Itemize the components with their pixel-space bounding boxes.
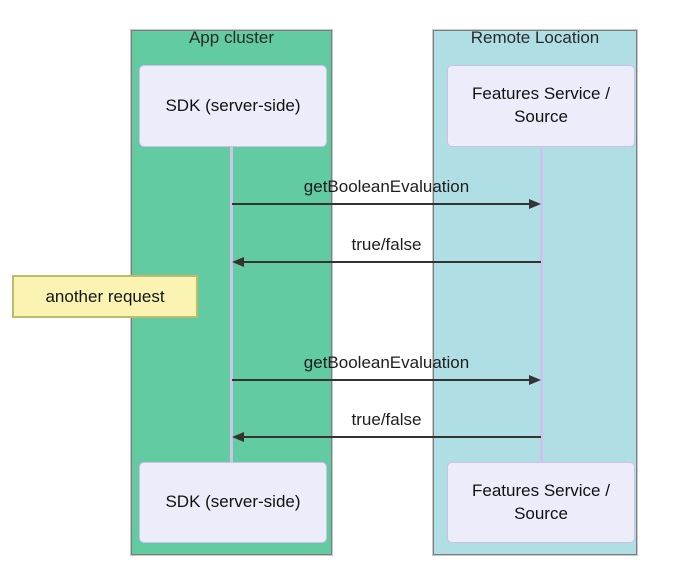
message-arrow-1 <box>232 203 530 205</box>
group-app-cluster-title: App cluster <box>188 28 275 47</box>
note-another-request: another request <box>12 275 198 318</box>
lifeline-features-service <box>540 147 543 462</box>
arrowhead-left-icon <box>232 432 244 442</box>
message-label-true-false-1: true/false <box>351 235 422 254</box>
lifeline-sdk <box>230 147 233 462</box>
actor-sdk-bottom: SDK (server-side) <box>139 462 327 543</box>
arrowhead-right-icon <box>529 375 541 385</box>
message-label-true-false-2: true/false <box>351 410 422 429</box>
arrowhead-left-icon <box>232 257 244 267</box>
message-arrow-2 <box>244 261 541 263</box>
arrowhead-right-icon <box>529 199 541 209</box>
message-arrow-4 <box>244 436 541 438</box>
actor-features-service-bottom: Features Service / Source <box>447 462 635 543</box>
message-label-getbooleanevaluation-1: getBooleanEvaluation <box>303 177 470 196</box>
message-label-getbooleanevaluation-2: getBooleanEvaluation <box>303 353 470 372</box>
group-remote-location-title: Remote Location <box>470 28 600 47</box>
actor-features-service-top: Features Service / Source <box>447 65 635 147</box>
message-arrow-3 <box>232 379 530 381</box>
actor-sdk-top: SDK (server-side) <box>139 65 327 147</box>
